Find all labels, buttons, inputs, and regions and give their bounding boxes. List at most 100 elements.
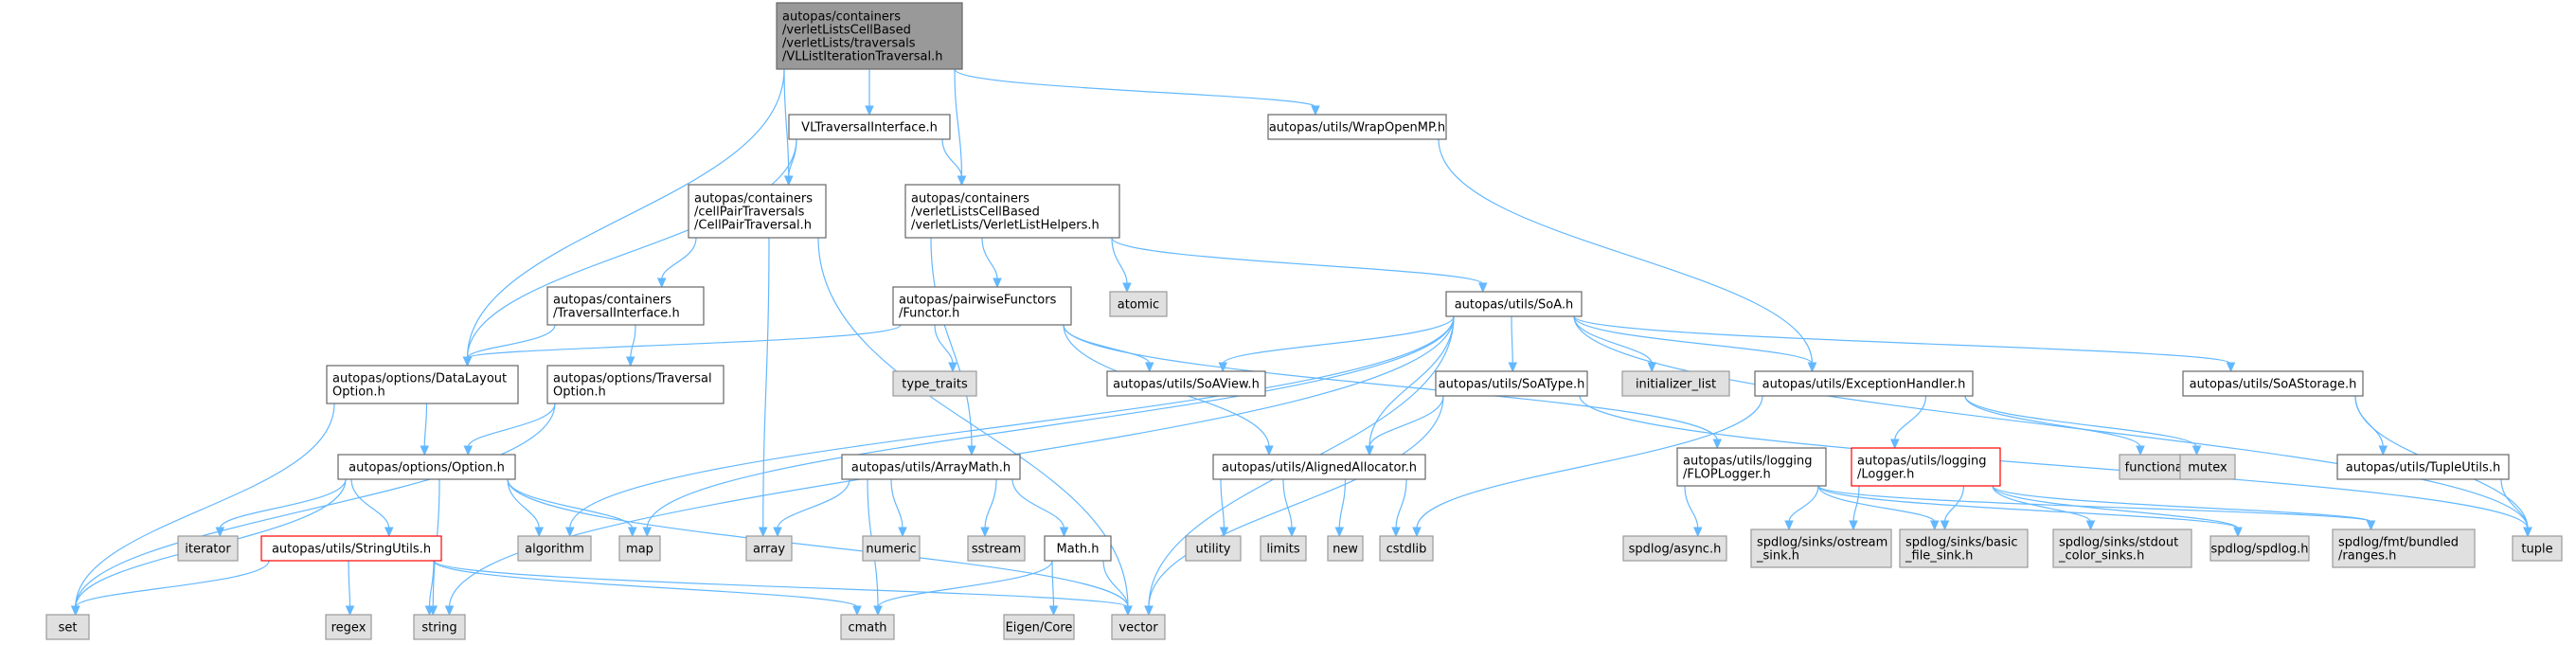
node-label-line: spdlog/async.h (1629, 543, 1722, 557)
node-travint[interactable]: autopas/containers/TraversalInterface.h (546, 286, 705, 326)
node-box (745, 535, 793, 562)
node-soastorage[interactable]: autopas/utils/SoAStorage.h (2182, 370, 2364, 397)
node-box (1851, 447, 2001, 487)
node-spdbasic: spdlog/sinks/basic_file_sink.h (1899, 529, 2029, 568)
edge-soa-to-exhandler (1573, 315, 1817, 373)
node-label-line: spdlog/sinks/stdout (2059, 536, 2178, 550)
node-box (1106, 370, 1266, 397)
node-box (1676, 447, 1827, 487)
node-label-line: /Logger.h (1857, 468, 1914, 482)
node-label-line: Eigen/Core (1006, 621, 1073, 636)
node-box (1044, 535, 1112, 562)
node-label-line: string (421, 621, 456, 636)
edge-travopt-to-option (463, 403, 556, 457)
node-iterator: iterator (177, 535, 239, 562)
node-label-line: new (1333, 543, 1358, 557)
node-box (904, 184, 1120, 239)
node-label-line: vector (1118, 621, 1158, 636)
node-soatype[interactable]: autopas/utils/SoAType.h (1435, 370, 1588, 397)
node-exhandler[interactable]: autopas/utils/ExceptionHandler.h (1754, 370, 1974, 397)
node-box (2052, 529, 2192, 568)
node-label-line: atomic (1118, 298, 1159, 313)
edge-exhandler-to-functional (1964, 395, 2145, 457)
node-label-line: autopas/options/Traversal (553, 372, 712, 386)
node-label-line: numeric (866, 543, 916, 557)
node-mathh[interactable]: Math.h (1044, 535, 1112, 562)
edge-logger-to-fmtranges (1992, 485, 2376, 531)
node-numeric: numeric (862, 535, 921, 562)
node-label-line: autopas/utils/WrapOpenMP.h (1269, 121, 1445, 135)
node-box (1111, 614, 1166, 640)
node-box (1379, 535, 1434, 562)
edge-arraymath-to-mathh (1011, 478, 1069, 538)
node-box (2332, 529, 2476, 568)
node-label-line: initializer_list (1636, 378, 1716, 392)
node-label-line: autopas/utils/SoA.h (1455, 298, 1574, 313)
edge-logger-to-spdostream (1849, 485, 1860, 531)
edge-mathh-to-vector (1102, 560, 1133, 617)
node-arraymath[interactable]: autopas/utils/ArrayMath.h (841, 454, 1021, 480)
edge-floplogger-to-spdbasic (1817, 485, 1940, 531)
node-root[interactable]: autopas/containers/verletListsCellBased/… (776, 2, 963, 70)
node-box (862, 535, 921, 562)
node-floplogger[interactable]: autopas/utils/logging/FLOPLogger.h (1676, 447, 1827, 487)
node-functor[interactable]: autopas/pairwiseFunctors/Functor.h (892, 286, 1072, 326)
node-box (1003, 614, 1075, 640)
node-tupleutils[interactable]: autopas/utils/TupleUtils.h (2336, 454, 2510, 480)
node-soaview[interactable]: autopas/utils/SoAView.h (1106, 370, 1266, 397)
node-box (2512, 535, 2563, 562)
node-label-line: autopas/utils/logging (1857, 455, 1987, 469)
node-logger[interactable]: autopas/utils/logging/Logger.h (1851, 447, 2001, 487)
edge-option-to-map (507, 478, 637, 538)
node-soa[interactable]: autopas/utils/SoA.h (1445, 291, 1583, 317)
edge-arraymath-to-numeric (890, 478, 907, 538)
node-wrapomp[interactable]: autopas/utils/WrapOpenMP.h (1267, 114, 1447, 140)
node-box (2336, 454, 2510, 480)
edge-exhandler-to-mutex (1964, 395, 2202, 457)
edge-stringutils-to-vector (433, 560, 1133, 617)
edge-floplogger-to-spdasync (1684, 485, 1703, 538)
edge-vlti-to-vlhelpers (941, 138, 967, 187)
node-label-line: array (753, 543, 785, 557)
node-label-line: autopas/containers (694, 192, 813, 206)
node-option[interactable]: autopas/options/Option.h (337, 454, 516, 480)
node-vlti[interactable]: VLTraversalInterface.h (788, 114, 951, 140)
node-box (1899, 529, 2029, 568)
node-box (413, 614, 466, 640)
node-vlhelpers[interactable]: autopas/containers/verletListsCellBased/… (904, 184, 1120, 239)
edge-vlti-to-datalayout (462, 138, 797, 367)
node-cmath: cmath (840, 614, 895, 640)
node-label-line: autopas/utils/StringUtils.h (272, 543, 431, 557)
node-box (517, 535, 592, 562)
node-spdlog: spdlog/spdlog.h (2209, 535, 2310, 562)
edge-logger-to-spdbasic (1940, 485, 1965, 531)
node-box (325, 614, 372, 640)
node-cellpair[interactable]: autopas/containers/cellPairTraversals/Ce… (688, 184, 827, 239)
node-label-line: set (59, 621, 78, 636)
node-stringutils[interactable]: autopas/utils/StringUtils.h (260, 535, 442, 562)
node-label-line: algorithm (525, 543, 584, 557)
edge-floplogger-to-spdostream (1784, 485, 1819, 531)
node-label-line: /cellPairTraversals (694, 206, 805, 220)
node-fmtranges: spdlog/fmt/bundled/ranges.h (2332, 529, 2476, 568)
node-box (1754, 370, 1974, 397)
edge-root-to-wrapomp (954, 68, 1320, 116)
node-alignedalloc[interactable]: autopas/utils/AlignedAllocator.h (1212, 454, 1426, 480)
edge-soa-to-algorithm (564, 315, 1455, 538)
node-box (788, 114, 951, 140)
node-label-line: limits (1266, 543, 1300, 557)
node-label-line: sstream (972, 543, 1021, 557)
edge-travint-to-travopt (625, 324, 636, 367)
edge-soatype-to-alignedalloc (1365, 395, 1444, 457)
node-new: new (1327, 535, 1364, 562)
node-spdostream: spdlog/sinks/ostream_sink.h (1750, 529, 1892, 568)
node-label-line: /CellPairTraversal.h (694, 219, 812, 233)
node-box (177, 535, 239, 562)
edge-exhandler-to-logger (1889, 395, 1927, 450)
node-tuple: tuple (2512, 535, 2563, 562)
node-box (1185, 535, 1242, 562)
node-box (337, 454, 516, 480)
